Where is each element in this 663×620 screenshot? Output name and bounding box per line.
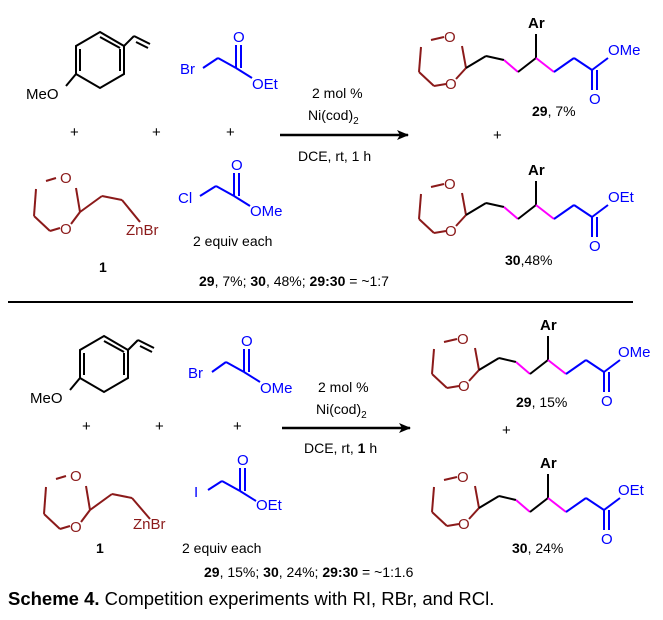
plus-sign: + [502, 422, 511, 439]
plus-sign: + [82, 418, 91, 435]
styrene-bottom [69, 334, 155, 394]
bromo-halogen: Br [180, 61, 195, 78]
zinc-bromide: ZnBr [133, 516, 166, 533]
summary-bottom: 29, 15%; 30, 24%; 29:30 = ~1:1.6 [204, 564, 414, 580]
product-29-top [418, 34, 609, 90]
catalyst-loading: 2 mol % [318, 379, 369, 395]
plus-sign: + [155, 418, 164, 435]
equiv-note: 2 equiv each [193, 233, 272, 249]
dioxane-o1: O [457, 331, 469, 348]
carbonyl-o: O [601, 531, 613, 548]
dioxane-o2: O [458, 516, 470, 533]
dioxane-o1: O [457, 469, 469, 486]
equiv-note: 2 equiv each [182, 540, 261, 556]
scheme-caption: Scheme 4. Competition experiments with R… [8, 588, 494, 610]
plus-sign: + [233, 418, 242, 435]
bottom-panel: MeO Br O OMe + + + O O ZnBr [30, 317, 651, 580]
product-30-label: 30, 24% [512, 540, 563, 556]
product-29-label: 29, 7% [532, 103, 576, 119]
carbonyl-o: O [601, 393, 613, 410]
dioxane-o1: O [444, 176, 456, 193]
plus-sign: + [493, 127, 502, 144]
product-29-bottom [431, 336, 621, 392]
top-panel: MeO Br O OEt + + + O O ZnBr [26, 15, 641, 289]
iodo-carbonyl-o: O [237, 452, 249, 469]
product-30-bottom [431, 474, 621, 530]
summary-top: 29, 7%; 30, 48%; 29:30 = ~1:7 [199, 273, 389, 289]
aryl-label: Ar [528, 162, 545, 179]
ester-group: OEt [618, 482, 645, 499]
conditions: DCE, rt, 1 h [298, 148, 371, 164]
catalyst-loading: 2 mol % [312, 85, 363, 101]
aryl-label: Ar [540, 317, 557, 334]
bromo-carbonyl-o: O [233, 29, 245, 46]
iodo-ester: OEt [256, 497, 283, 514]
bromo-halogen: Br [188, 365, 203, 382]
zinc-reagent-top [33, 177, 141, 232]
chloro-ester: OMe [250, 203, 283, 220]
iodo-halogen: I [194, 484, 198, 501]
chloro-halogen: Cl [178, 190, 192, 207]
bromoacetate-bottom [211, 349, 261, 383]
plus-sign: + [152, 124, 161, 141]
dioxane-o1: O [60, 170, 72, 187]
plus-sign: + [226, 124, 235, 141]
methoxy-label: MeO [30, 390, 63, 407]
zinc-reagent-bottom [43, 475, 151, 530]
bromoacetate-top [202, 45, 253, 79]
iodoacetate-bottom [207, 468, 257, 502]
catalyst: Ni(cod)2 [308, 107, 359, 127]
compound-number-1: 1 [96, 540, 104, 556]
ester-group: OMe [608, 42, 641, 59]
aryl-label: Ar [528, 15, 545, 32]
dioxane-o1: O [444, 29, 456, 46]
dioxane-o1: O [70, 468, 82, 485]
dioxane-o2: O [60, 221, 72, 238]
carbonyl-o: O [589, 91, 601, 108]
bromo-ester: OMe [260, 380, 293, 397]
carbonyl-o: O [589, 238, 601, 255]
aryl-label: Ar [540, 455, 557, 472]
bromo-carbonyl-o: O [241, 333, 253, 350]
styrene-top [65, 30, 151, 90]
product-29-label: 29, 15% [516, 394, 567, 410]
product-30-label: 30,48% [505, 252, 553, 268]
ester-group: OMe [618, 344, 651, 361]
catalyst: Ni(cod)2 [316, 401, 367, 421]
conditions: DCE, rt, 1 h [304, 440, 377, 456]
plus-sign: + [70, 124, 79, 141]
bromo-ester: OEt [252, 76, 279, 93]
chloroacetate-top [199, 173, 251, 207]
dioxane-o2: O [445, 76, 457, 93]
dioxane-o2: O [458, 378, 470, 395]
caption-text: Competition experiments with RI, RBr, an… [99, 588, 495, 609]
caption-label: Scheme 4. [8, 588, 100, 609]
dioxane-o2: O [445, 223, 457, 240]
methoxy-label: MeO [26, 86, 59, 103]
compound-number-1: 1 [99, 259, 107, 275]
dioxane-o2: O [70, 519, 82, 536]
ester-group: OEt [608, 189, 635, 206]
zinc-bromide: ZnBr [126, 222, 159, 239]
chloro-carbonyl-o: O [231, 157, 243, 174]
product-30-top [418, 181, 609, 237]
